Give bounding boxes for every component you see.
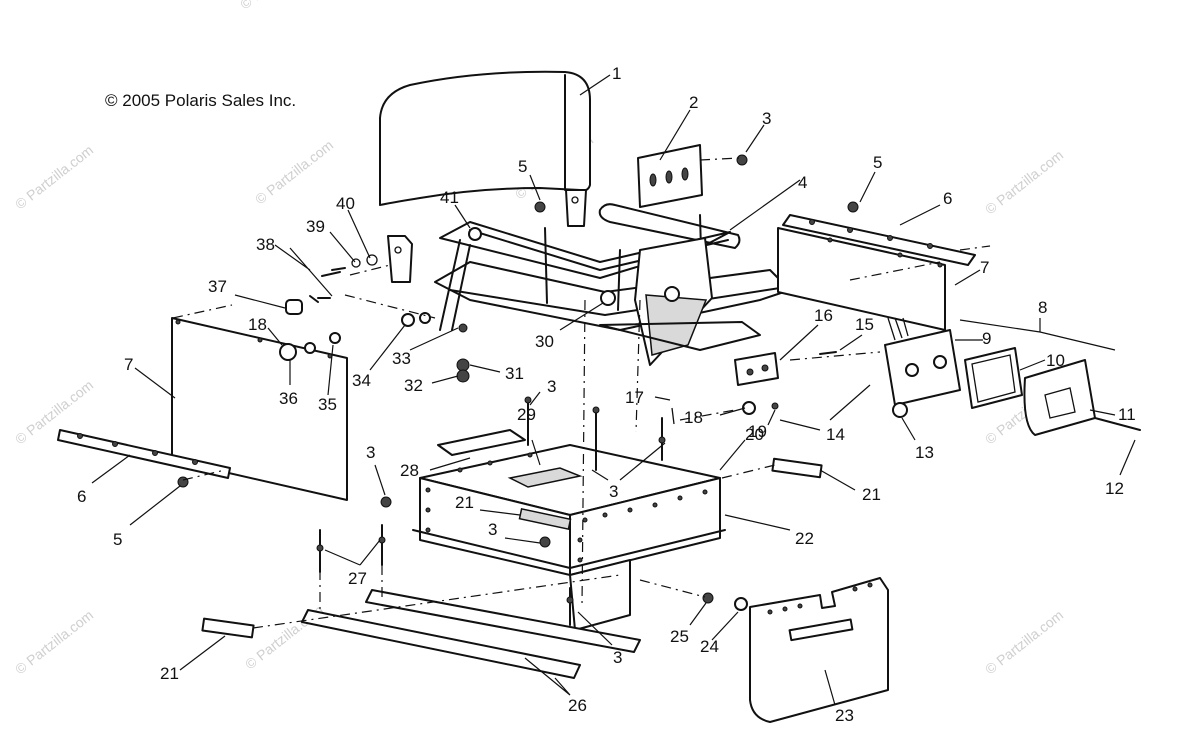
callout-labels: 1 2 3 4 5 5 6 7 8 9 10 11 12 13 14 15 16… [77, 64, 1136, 725]
strip-21-right [771, 457, 823, 479]
box-rivets [425, 452, 708, 563]
callout-4: 4 [798, 173, 807, 192]
callout-9: 9 [982, 329, 991, 348]
callout-5: 5 [873, 153, 882, 172]
pad [437, 429, 526, 456]
strip-21-bottom [201, 617, 255, 639]
backrest-bracket-right [565, 189, 587, 227]
callout-30: 30 [535, 332, 554, 351]
callout-10: 10 [1046, 351, 1065, 370]
callout-22: 22 [795, 529, 814, 548]
mud-flap [749, 577, 889, 723]
hardware-fasteners [177, 154, 859, 626]
lens-gasket [964, 347, 1023, 409]
callout-31: 31 [505, 364, 524, 383]
callout-17: 17 [625, 388, 644, 407]
side-panel-right [777, 227, 946, 331]
lamp-housing [884, 329, 961, 406]
rack-frame [434, 203, 791, 386]
callout-3: 3 [488, 520, 497, 539]
tail-light-assembly [884, 317, 1141, 436]
callout-41: 41 [440, 188, 459, 207]
assembly-lines [172, 157, 991, 629]
callout-8: 8 [1038, 298, 1047, 317]
foam-pad [507, 467, 583, 488]
callout-24: 24 [700, 637, 719, 656]
watermark-text: © Partzilla.com [982, 607, 1066, 678]
callout-14: 14 [826, 425, 845, 444]
callout-23: 23 [835, 706, 854, 725]
label-strip [518, 508, 572, 530]
runners [301, 589, 641, 679]
callout-25: 25 [670, 627, 689, 646]
callout-7: 7 [124, 355, 133, 374]
callout-5: 5 [113, 530, 122, 549]
callout-19: 19 [748, 422, 767, 441]
watermark-text: © Partzilla.com [982, 147, 1066, 218]
bulb [892, 402, 908, 418]
mount-plate [637, 144, 703, 208]
callout-29: 29 [517, 405, 536, 424]
side-rail-left [57, 317, 348, 501]
callout-1: 1 [612, 64, 621, 83]
watermark-text: © Partzilla.com [252, 137, 336, 208]
callout-16: 16 [814, 306, 833, 325]
leader-lines [91, 74, 1136, 706]
callout-38: 38 [256, 235, 275, 254]
callout-21: 21 [862, 485, 881, 504]
backrest-bracket-left [387, 235, 413, 283]
callout-13: 13 [915, 443, 934, 462]
callout-18: 18 [248, 315, 267, 334]
watermark-text: © Partzilla.com [237, 0, 321, 12]
callout-36: 36 [279, 389, 298, 408]
callout-3: 3 [609, 482, 618, 501]
callout-3: 3 [762, 109, 771, 128]
callout-3: 3 [547, 377, 556, 396]
callout-6: 6 [943, 189, 952, 208]
callout-37: 37 [208, 277, 227, 296]
callout-5: 5 [518, 157, 527, 176]
callout-12: 12 [1105, 479, 1124, 498]
watermark-text: © Partzilla.com [12, 607, 96, 678]
storage-box [412, 429, 726, 631]
watermark-text: © Partzilla.com [12, 142, 96, 213]
callout-15: 15 [855, 315, 874, 334]
callout-32: 32 [404, 376, 423, 395]
callout-26: 26 [568, 696, 587, 715]
callout-18: 18 [684, 408, 703, 427]
lens [1023, 359, 1096, 436]
backrest [379, 70, 591, 283]
callout-6: 6 [77, 487, 86, 506]
callout-34: 34 [352, 371, 371, 390]
callout-39: 39 [306, 217, 325, 236]
callout-3: 3 [613, 648, 622, 667]
callout-33: 33 [392, 349, 411, 368]
flap-handle-slot [788, 618, 854, 642]
callout-11: 11 [1118, 405, 1136, 424]
callout-35: 35 [318, 395, 337, 414]
callout-7: 7 [980, 258, 989, 277]
callout-3: 3 [366, 443, 375, 462]
callout-40: 40 [336, 194, 355, 213]
copyright-text: © 2005 Polaris Sales Inc. [105, 91, 296, 110]
callout-20: 20 [745, 425, 764, 444]
callout-21: 21 [160, 664, 179, 683]
callout-27: 27 [348, 569, 367, 588]
callout-2: 2 [689, 93, 698, 112]
callout-21: 21 [455, 493, 474, 512]
side-rail-right [777, 214, 976, 331]
callout-28: 28 [400, 461, 419, 480]
